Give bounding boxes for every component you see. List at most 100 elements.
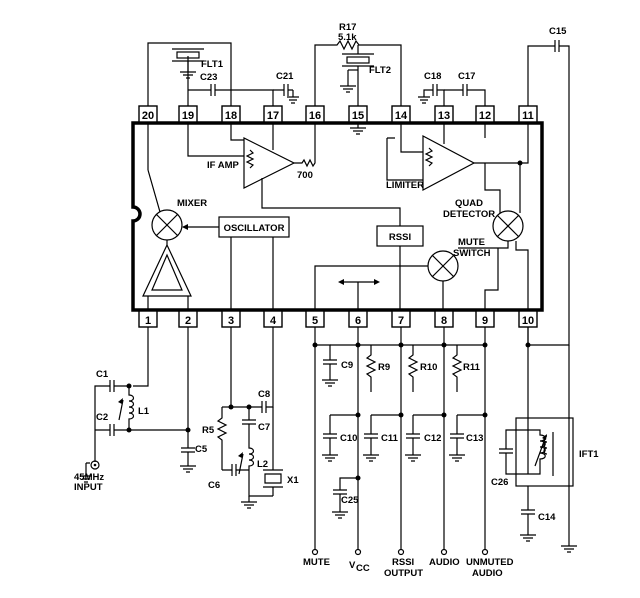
top-pins: 20 19 18 17 16 15 14 13 12 11 xyxy=(138,105,538,123)
svg-text:6: 6 xyxy=(355,315,361,327)
input-network: C1 L1 C2 C5 45MHz INPUT xyxy=(74,327,208,493)
c15-label: C15 xyxy=(549,26,567,37)
svg-text:2: 2 xyxy=(185,315,191,327)
mixer-input-triangle xyxy=(142,240,192,310)
pin-17: 17 xyxy=(263,105,283,123)
mute-label-2: SWITCH xyxy=(453,248,491,259)
pin-12: 12 xyxy=(475,105,495,123)
pin-7: 7 xyxy=(391,310,411,328)
flt1: FLT1 xyxy=(147,42,232,106)
c1-label: C1 xyxy=(96,369,109,380)
bottom-pins: 1 2 3 4 5 6 7 8 9 10 xyxy=(138,310,538,328)
r17-label: R17 xyxy=(339,22,356,33)
c5-label: C5 xyxy=(195,444,208,455)
ift1-label: IFT1 xyxy=(579,449,599,460)
c11-label: C11 xyxy=(381,433,399,444)
pin15-ground xyxy=(350,122,366,135)
c17-label: C17 xyxy=(458,71,475,82)
unmuted-terminal-label-1: UNMUTED xyxy=(466,557,514,568)
svg-text:16: 16 xyxy=(309,110,321,122)
oscillator: OSCILLATOR xyxy=(218,216,290,238)
c15: C15 xyxy=(527,26,570,346)
pin-10: 10 xyxy=(518,310,538,328)
c10-label: C10 xyxy=(340,433,357,444)
if-amp-label: IF AMP xyxy=(207,160,240,171)
svg-text:20: 20 xyxy=(142,110,154,122)
c18-label: C18 xyxy=(424,71,441,82)
pin-16: 16 xyxy=(305,105,325,123)
svg-text:18: 18 xyxy=(225,110,237,122)
quad-label-1: QUAD xyxy=(455,198,483,209)
pin-9: 9 xyxy=(475,310,495,328)
quad-detector: QUAD DETECTOR xyxy=(443,198,524,242)
svg-text:9: 9 xyxy=(482,315,488,327)
rssi-terminal-label-2: OUTPUT xyxy=(384,568,423,579)
svg-text:5: 5 xyxy=(312,315,318,327)
c9-label: C9 xyxy=(341,360,353,371)
svg-text:12: 12 xyxy=(479,110,491,122)
svg-text:14: 14 xyxy=(395,110,408,122)
rssi-block: RSSI xyxy=(376,225,424,247)
l1-label: L1 xyxy=(138,406,150,417)
if-amp-out-label: 700 xyxy=(297,170,313,181)
input-label-1: 45MHz xyxy=(74,472,104,483)
ic-body xyxy=(131,121,544,312)
pin-14: 14 xyxy=(391,105,411,123)
pin-1: 1 xyxy=(138,310,158,328)
r10-label: R10 xyxy=(420,362,437,373)
limiter-label: LIMITER xyxy=(386,180,424,191)
output-network: C9 R9 R10 R11 C10 C11 C12 C13 C25 xyxy=(303,327,514,579)
pin-8: 8 xyxy=(434,310,454,328)
unmuted-terminal-label-2: AUDIO xyxy=(472,568,503,579)
if-amp: IF AMP 700 xyxy=(207,137,313,189)
c18: C18 xyxy=(418,71,445,106)
svg-text:19: 19 xyxy=(182,110,194,122)
r5-label: R5 xyxy=(202,425,215,436)
audio-terminal-label: AUDIO xyxy=(429,557,460,568)
c25-label: C25 xyxy=(341,495,359,506)
svg-text:3: 3 xyxy=(228,315,234,327)
quad-label-2: DETECTOR xyxy=(443,209,495,220)
pin-4: 4 xyxy=(263,310,283,328)
pin-18: 18 xyxy=(221,105,241,123)
c21: C21 xyxy=(273,71,299,104)
l2-label: L2 xyxy=(257,459,268,470)
pin-5: 5 xyxy=(305,310,325,328)
r17-value: 5.1k xyxy=(338,32,357,43)
flt2: FLT2 xyxy=(340,45,391,106)
c14-label: C14 xyxy=(538,512,556,523)
pin-2: 2 xyxy=(178,310,198,328)
svg-text:7: 7 xyxy=(398,315,404,327)
r9-label: R9 xyxy=(378,362,390,373)
mute-switch: MUTE SWITCH xyxy=(427,237,491,282)
r17: R17 5.1k xyxy=(314,22,402,106)
pin-3: 3 xyxy=(221,310,241,328)
mixer-label: MIXER xyxy=(177,198,207,209)
pin-13: 13 xyxy=(434,105,454,123)
pin-15: 15 xyxy=(348,105,368,123)
c12-label: C12 xyxy=(424,433,441,444)
c2-label: C2 xyxy=(96,412,108,423)
flt2-label: FLT2 xyxy=(369,65,391,76)
rssi-label: RSSI xyxy=(389,232,411,243)
svg-text:4: 4 xyxy=(270,315,277,327)
mixer: MIXER xyxy=(151,198,207,241)
c8-label: C8 xyxy=(258,389,270,400)
mute-label-1: MUTE xyxy=(458,237,485,248)
limiter: LIMITER xyxy=(386,135,476,191)
c21-label: C21 xyxy=(276,71,294,82)
pin-19: 19 xyxy=(178,105,198,123)
r11-label: R11 xyxy=(463,362,481,373)
svg-text:8: 8 xyxy=(441,315,447,327)
c13-label: C13 xyxy=(466,433,483,444)
pin-11: 11 xyxy=(518,105,538,123)
vcc-terminal-sub: CC xyxy=(356,563,370,574)
svg-text:13: 13 xyxy=(438,110,450,122)
svg-text:10: 10 xyxy=(522,315,534,327)
svg-text:15: 15 xyxy=(352,110,364,122)
svg-text:17: 17 xyxy=(267,110,279,122)
osc-arrow xyxy=(182,224,188,230)
rssi-terminal-label-1: RSSI xyxy=(392,557,414,568)
